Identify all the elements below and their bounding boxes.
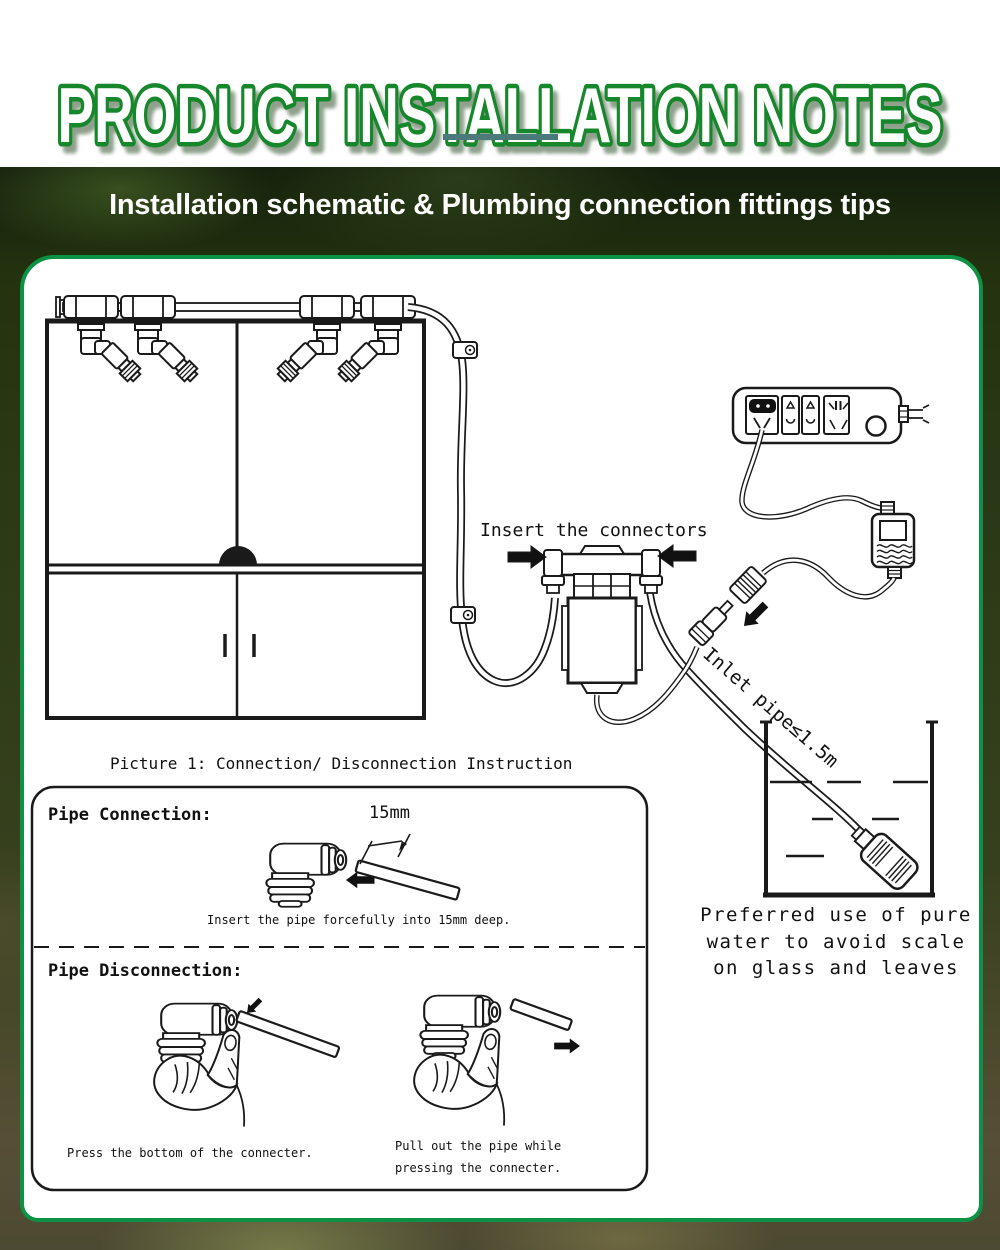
title-text: PRODUCT INSTALLATION NOTES [58,71,943,159]
pull-note-line2: pressing the connecter. [395,1161,562,1175]
banner-subtitle: Installation schematic & Plumbing connec… [109,189,891,221]
pull-note-line1: Pull out the pipe while [395,1139,562,1153]
pure-water-note: Preferred use of pure water to avoid sca… [700,904,972,979]
insert-connectors-label: Insert the connectors [480,520,708,541]
connection-note: Insert the pipe forcefully into 15mm dee… [207,913,511,927]
depth-dimension-label: 15mm [369,803,410,823]
press-note: Press the bottom of the connecter. [67,1146,313,1160]
disconnection-heading: Pipe Disconnection: [48,961,243,981]
connection-heading: Pipe Connection: [48,805,212,825]
schematic-panel [20,255,983,1222]
page-title: PRODUCT INSTALLATION NOTES PRODUCT INSTA… [53,67,952,171]
title-shadow: PRODUCT INSTALLATION NOTES [63,78,948,166]
title-underline [443,134,558,140]
figure-caption: Picture 1: Connection/ Disconnection Ins… [110,754,573,773]
